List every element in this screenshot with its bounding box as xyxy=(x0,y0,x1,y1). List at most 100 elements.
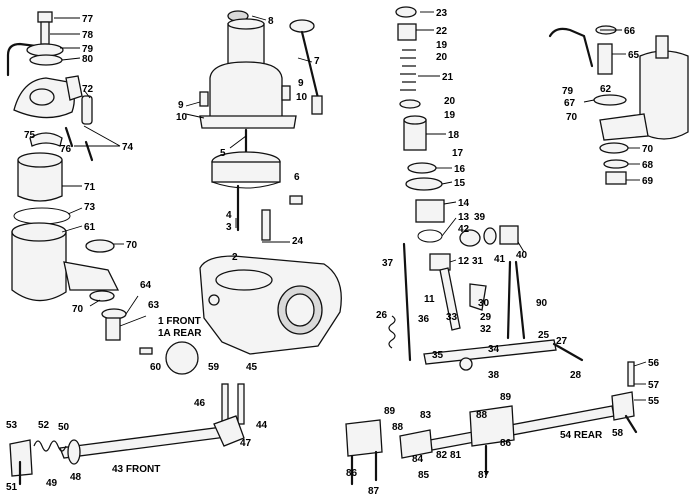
label-59: 59 xyxy=(208,362,220,373)
nut-69 xyxy=(605,171,627,185)
damper-7-cap xyxy=(289,19,315,33)
washer-41 xyxy=(483,227,497,245)
label-75: 75 xyxy=(24,130,36,141)
link-27 xyxy=(552,342,584,362)
part-number-labels: 77 78 79 80 72 75 76 74 71 73 61 70 70 6… xyxy=(6,8,660,496)
label-89-right: 89 xyxy=(500,392,512,403)
label-6: 6 xyxy=(294,172,300,183)
float-lever-75 xyxy=(29,132,63,147)
neck-top xyxy=(227,18,265,30)
label-65: 65 xyxy=(628,50,640,61)
rod-90-b xyxy=(514,260,526,340)
label-64: 64 xyxy=(140,280,152,291)
label-15: 15 xyxy=(454,178,466,189)
label-3: 3 xyxy=(226,222,232,233)
washer-70-rear-a xyxy=(599,142,629,154)
washer-70-top xyxy=(85,239,115,253)
label-36: 36 xyxy=(418,314,430,325)
label-35: 35 xyxy=(432,350,444,361)
hinge-pin-76 xyxy=(64,126,74,148)
label-4: 4 xyxy=(226,210,232,221)
damper-7-plunger xyxy=(311,95,323,115)
label-84: 84 xyxy=(412,454,424,465)
label-21: 21 xyxy=(442,72,454,83)
rod-90-a xyxy=(506,260,512,340)
screw-56 xyxy=(627,361,635,387)
link-30 xyxy=(469,283,487,311)
float-chamber-assembly xyxy=(6,11,127,341)
jet-linkage-assembly xyxy=(388,6,584,371)
float-top xyxy=(17,152,63,168)
banjo-79 xyxy=(26,43,64,57)
label-86-right: 86 xyxy=(500,438,512,449)
screw-46-b xyxy=(237,383,245,425)
label-72: 72 xyxy=(82,84,94,95)
arm-rear xyxy=(599,113,649,141)
label-77: 77 xyxy=(82,14,94,25)
label-66: 66 xyxy=(624,26,636,37)
chamber-arm xyxy=(63,261,120,291)
label-38: 38 xyxy=(488,370,500,381)
label-61: 61 xyxy=(84,222,96,233)
throttle-spindle-54 xyxy=(429,405,615,451)
body-top-face xyxy=(215,269,273,291)
label-70-lower: 70 xyxy=(72,304,84,315)
bracket-86-left xyxy=(345,419,383,457)
leader-lines xyxy=(50,11,647,401)
label-43-front: 43 FRONT xyxy=(112,464,160,475)
washer-80 xyxy=(29,54,63,66)
label-68: 68 xyxy=(642,160,654,171)
label-48: 48 xyxy=(70,472,82,483)
label-50: 50 xyxy=(58,422,70,433)
throttle-spindle-43 xyxy=(59,425,235,459)
washer-67 xyxy=(593,94,627,106)
label-20-top: 20 xyxy=(436,52,448,63)
label-40: 40 xyxy=(516,250,528,261)
label-57: 57 xyxy=(648,380,660,391)
rear-float-chamber xyxy=(548,25,689,185)
label-87-right: 87 xyxy=(478,470,490,481)
coupling-84 xyxy=(399,429,433,459)
bolt-shank-78 xyxy=(40,21,50,45)
label-11: 11 xyxy=(424,294,435,305)
nut-22 xyxy=(397,23,417,41)
washer-16 xyxy=(407,162,437,174)
label-25: 25 xyxy=(538,330,550,341)
float-chamber-61 xyxy=(11,231,67,302)
float-chamber-rear xyxy=(639,50,689,140)
label-10-right: 10 xyxy=(296,92,308,103)
label-80: 80 xyxy=(82,54,94,65)
piston xyxy=(211,161,281,183)
bolt-77 xyxy=(37,11,53,23)
label-18: 18 xyxy=(448,130,460,141)
washer-48 xyxy=(67,439,81,465)
label-32: 32 xyxy=(480,324,492,335)
screw-9-right xyxy=(281,85,291,101)
screw-60 xyxy=(139,347,153,355)
label-45: 45 xyxy=(246,362,258,373)
label-47: 47 xyxy=(240,438,252,449)
label-76: 76 xyxy=(60,144,72,155)
label-86-left: 86 xyxy=(346,468,358,479)
label-51: 51 xyxy=(6,482,18,493)
banjo-65 xyxy=(597,43,613,75)
label-10-left: 10 xyxy=(176,112,188,123)
label-58: 58 xyxy=(612,428,624,439)
washer-68 xyxy=(603,159,629,169)
label-9-right: 9 xyxy=(298,78,304,89)
label-39: 39 xyxy=(474,212,486,223)
nut-38 xyxy=(459,357,473,371)
damper-7-rod xyxy=(300,30,320,100)
bolt-63 xyxy=(105,317,121,341)
label-31: 31 xyxy=(472,256,484,267)
lever-53 xyxy=(9,439,33,477)
screw-46-a xyxy=(221,383,229,425)
pipe-79-rear xyxy=(548,27,594,68)
label-17: 17 xyxy=(452,148,464,159)
label-81: 81 xyxy=(450,450,462,461)
label-78: 78 xyxy=(82,30,94,41)
label-8: 8 xyxy=(268,16,274,27)
lid-boss xyxy=(29,88,55,106)
label-88-left: 88 xyxy=(392,422,404,433)
